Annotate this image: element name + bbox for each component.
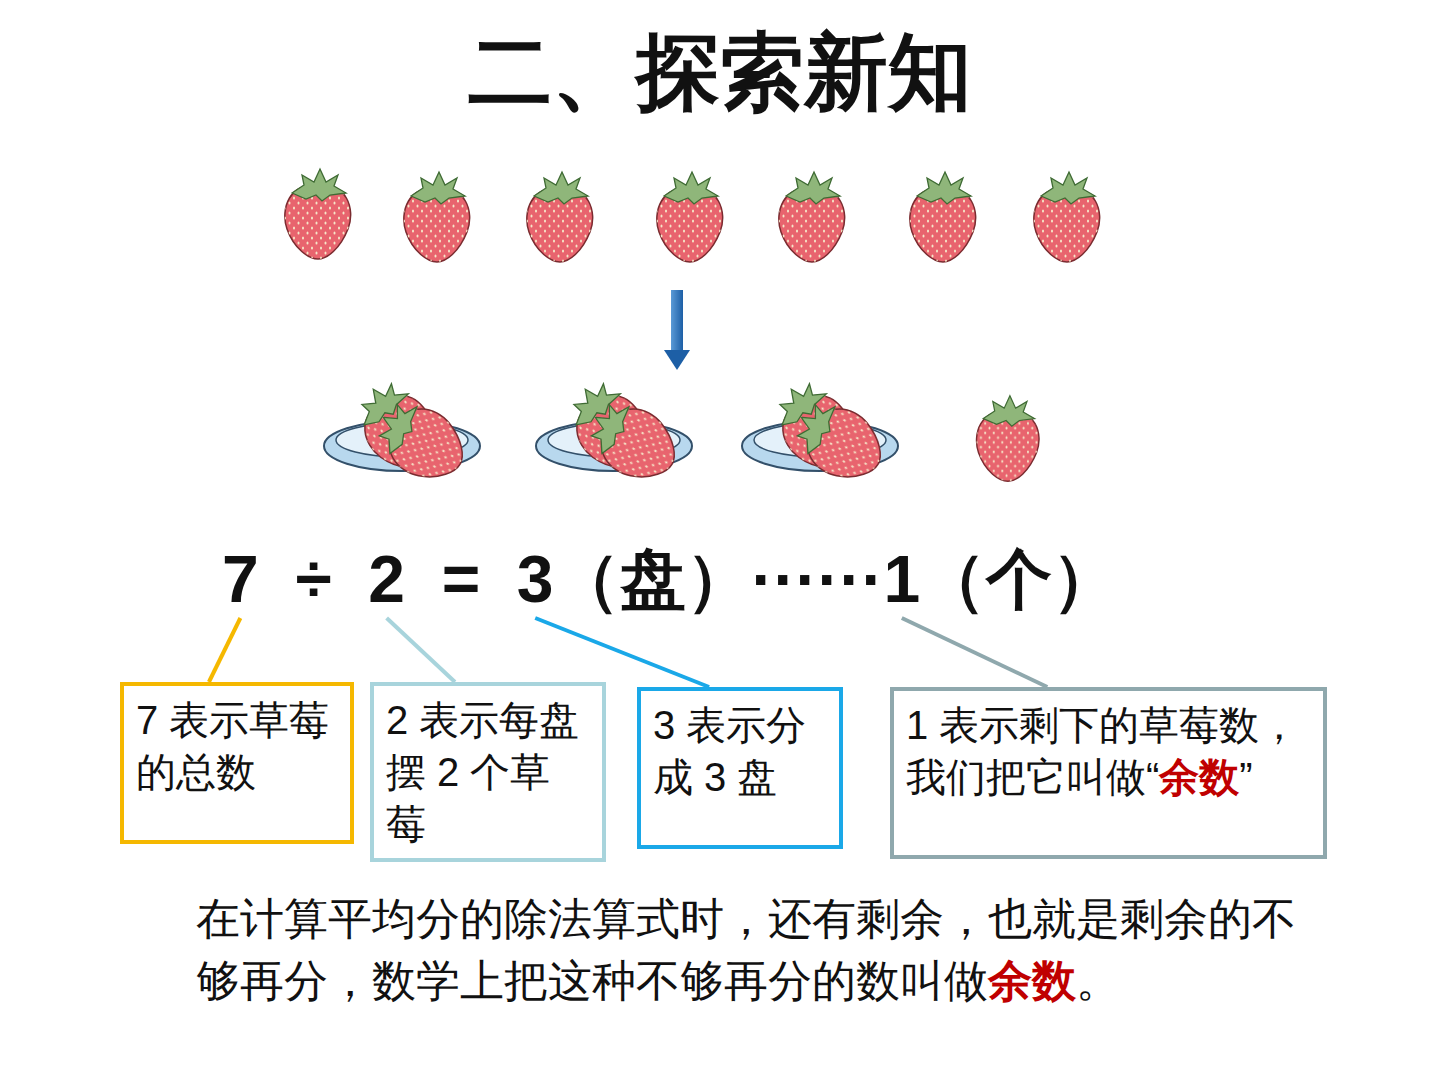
box-text: 2 表示每盘摆 2 个草莓 (386, 698, 579, 846)
meaning-box: 7 表示草莓的总数 (120, 682, 354, 844)
explanation-text: 在计算平均分的除法算式时，还有剩余，也就是剩余的不够再分，数学上把这种不够再分的… (196, 894, 1296, 1005)
slide-title: 二、探索新知 (0, 22, 1440, 123)
box-text: 3 表示分成 3 盘 (653, 703, 806, 799)
box-text: 7 表示草莓的总数 (136, 698, 329, 794)
division-equation: 7 ÷ 2 = 3（盘）······1（个） (222, 540, 1118, 619)
meaning-box: 3 表示分成 3 盘 (637, 687, 843, 849)
term-highlight: 余数 (988, 956, 1076, 1005)
leader-line (902, 618, 1048, 687)
term-highlight: 余数 (1159, 755, 1239, 799)
meaning-box: 2 表示每盘摆 2 个草莓 (370, 682, 606, 862)
leader-line (387, 618, 455, 682)
box-text: ” (1239, 755, 1252, 799)
explanation-text: 。 (1076, 956, 1120, 1005)
leader-line (535, 618, 709, 687)
explanation-paragraph: 在计算平均分的除法算式时，还有剩余，也就是剩余的不够再分，数学上把这种不够再分的… (196, 888, 1311, 1013)
remainder-box: 1 表示剩下的草莓数，我们把它叫做“余数” (890, 687, 1327, 859)
leader-line (209, 618, 240, 682)
